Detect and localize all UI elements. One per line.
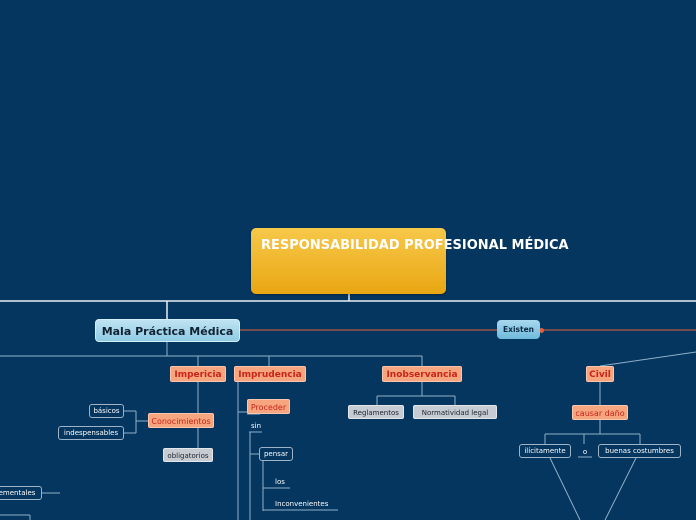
topic-inconvenientes[interactable]: Inconvenientes [275, 498, 337, 510]
civil-label: Civil [589, 370, 611, 380]
imprudencia-label: Imprudencia [238, 370, 302, 380]
inobservancia-label: Inobservancia [386, 370, 458, 380]
topic-elementales-partial[interactable]: ementales [0, 486, 42, 500]
topic-o[interactable]: o [580, 446, 590, 458]
topic-ilicitamente[interactable]: ilícitamente [519, 444, 571, 458]
root-topic[interactable]: RESPONSABILIDAD PROFESIONAL MÉDICA [251, 228, 569, 294]
indespensables-label: indespensables [63, 429, 119, 437]
relation-endpoint-marker [539, 328, 544, 333]
topic-normatividad-legal[interactable]: Normatividad legal [413, 405, 497, 419]
conocimientos-label: Conocimientos [151, 417, 211, 426]
reglamentos-label: Reglamentos [353, 409, 399, 417]
topic-indespensables[interactable]: indespensables [58, 426, 124, 440]
topic-basicos[interactable]: básicos [89, 404, 124, 418]
topic-causar-dano[interactable]: causar daño [572, 405, 628, 420]
main-topic-label: Mala Práctica Médica [101, 325, 234, 338]
los-label: los [275, 478, 285, 486]
topic-los[interactable]: los [275, 476, 289, 488]
pensar-label: pensar [263, 450, 288, 458]
basicos-label: básicos [93, 407, 120, 415]
obligatorios-label: obligatorios [167, 452, 209, 460]
root-topic-label: RESPONSABILIDAD PROFESIONAL MÉDICA [261, 238, 569, 253]
inconvenientes-label: Inconvenientes [275, 500, 329, 508]
topic-conocimientos[interactable]: Conocimientos [148, 413, 214, 428]
topic-civil[interactable]: Civil [586, 366, 614, 382]
ilicitamente-label: ilícitamente [524, 447, 566, 455]
topic-pensar[interactable]: pensar [259, 447, 293, 461]
normatividad-label: Normatividad legal [421, 409, 489, 417]
topic-inobservancia[interactable]: Inobservancia [382, 366, 462, 382]
relation-label-existen[interactable]: Existen [497, 320, 540, 339]
sin-label: sin [251, 422, 262, 430]
proceder-label: Proceder [250, 403, 287, 412]
o-label: o [582, 448, 588, 456]
topic-sin[interactable]: sin [251, 420, 265, 432]
topic-buenas-costumbres[interactable]: buenas costumbres [598, 444, 681, 458]
main-topic-mala-practica[interactable]: Mala Práctica Médica [95, 319, 240, 342]
buenas-costumbres-label: buenas costumbres [605, 447, 674, 455]
topic-impericia[interactable]: Impericia [170, 366, 226, 382]
elementales-label: ementales [0, 489, 36, 497]
existen-label: Existen [502, 325, 534, 334]
impericia-label: Impericia [174, 370, 222, 380]
causar-dano-label: causar daño [575, 409, 625, 418]
topic-obligatorios[interactable]: obligatorios [163, 448, 213, 462]
topic-proceder[interactable]: Proceder [247, 399, 290, 414]
topic-reglamentos[interactable]: Reglamentos [348, 405, 404, 419]
topic-imprudencia[interactable]: Imprudencia [234, 366, 306, 382]
